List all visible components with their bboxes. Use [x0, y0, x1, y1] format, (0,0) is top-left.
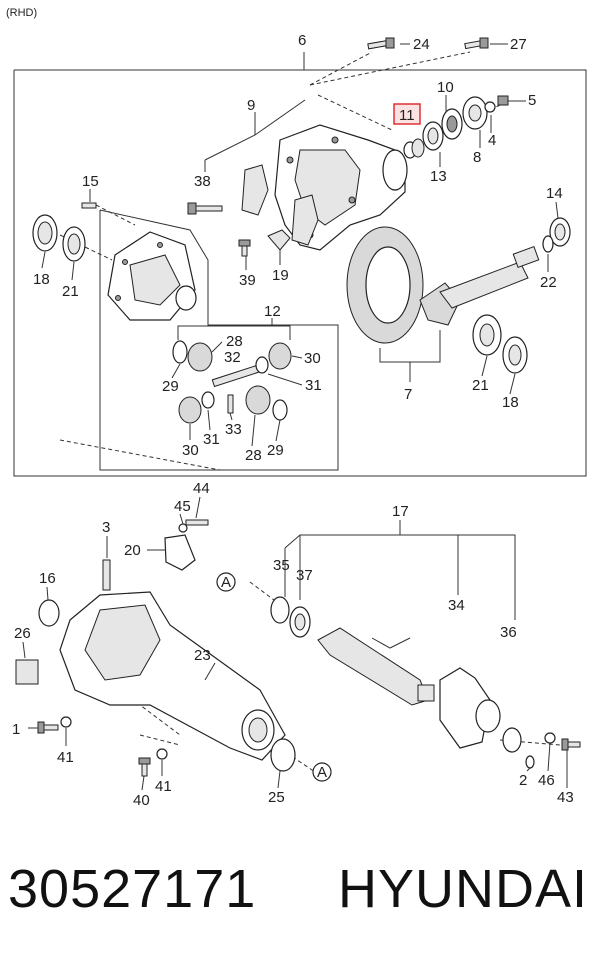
callout-33: 33 — [225, 421, 242, 438]
small-fasteners — [187, 202, 291, 257]
callout-45: 45 — [174, 498, 191, 515]
lower-fasteners — [37, 716, 168, 777]
callout-5: 5 — [528, 92, 536, 109]
callout-21-right: 21 — [472, 377, 489, 394]
callout-13: 13 — [430, 168, 447, 185]
callout-38: 38 — [194, 173, 211, 190]
callout-12: 12 — [264, 303, 281, 320]
callout-19: 19 — [272, 267, 289, 284]
callout-30-bottom: 30 — [182, 442, 199, 459]
callout-2: 2 — [519, 772, 527, 789]
callout-36: 36 — [500, 624, 517, 641]
right-bearings — [472, 217, 571, 374]
callout-18-right: 18 — [502, 394, 519, 411]
callout-30-top: 30 — [304, 350, 321, 367]
axle-housing — [15, 559, 296, 772]
callout-23: 23 — [194, 647, 211, 664]
left-bearings — [32, 202, 97, 262]
callout-43: 43 — [557, 789, 574, 806]
callout-16: 16 — [39, 570, 56, 587]
axle-shaft-assembly — [270, 520, 581, 769]
callout-3: 3 — [102, 519, 110, 536]
callout-39: 39 — [239, 272, 256, 289]
callout-22: 22 — [540, 274, 557, 291]
bolts-top — [367, 37, 489, 50]
callout-21-left: 21 — [62, 283, 79, 300]
bearing-caps — [241, 164, 319, 246]
part-number: 30527171 — [8, 859, 257, 919]
callout-11: 11 — [399, 107, 415, 124]
pinion-seal-parts — [403, 95, 509, 159]
callout-labels: 6 24 27 5 9 10 11 4 8 13 38 15 14 18 21 … — [12, 32, 574, 809]
ring-and-pinion — [346, 226, 540, 382]
callout-31-bottom: 31 — [203, 431, 220, 448]
callout-18-left: 18 — [33, 271, 50, 288]
callout-29-top: 29 — [162, 378, 179, 395]
callout-1: 1 — [12, 721, 20, 738]
callout-41-left: 41 — [57, 749, 74, 766]
callout-37: 37 — [296, 567, 313, 584]
callout-15: 15 — [82, 173, 99, 190]
callout-41-bottom: 41 — [155, 778, 172, 795]
callout-28-top: 28 — [226, 333, 243, 350]
callout-8: 8 — [473, 149, 481, 166]
callout-26: 26 — [14, 625, 31, 642]
callout-4: 4 — [488, 132, 496, 149]
reference-markers — [216, 572, 332, 782]
callout-17: 17 — [392, 503, 409, 520]
callout-25: 25 — [268, 789, 285, 806]
footer: 30527171 HYUNDAI — [0, 858, 600, 948]
callout-28-bottom: 28 — [245, 447, 262, 464]
callout-9: 9 — [247, 97, 255, 114]
callout-40: 40 — [133, 792, 150, 809]
callout-31-top: 31 — [305, 377, 322, 394]
differential-gears — [172, 340, 292, 424]
callout-32: 32 — [224, 349, 241, 366]
callout-29-bottom: 29 — [267, 442, 284, 459]
callout-24: 24 — [413, 36, 430, 53]
variant-label: (RHD) — [6, 7, 37, 19]
leader-lines — [22, 43, 568, 791]
callout-10: 10 — [437, 79, 454, 96]
highlight-box — [393, 103, 421, 125]
callout-44: 44 — [193, 480, 210, 497]
brand-name: HYUNDAI — [337, 859, 588, 919]
callout-34: 34 — [448, 597, 465, 614]
callout-14: 14 — [546, 185, 563, 202]
differential-case — [107, 231, 197, 321]
callout-27: 27 — [510, 36, 527, 53]
upper-assembly-frame — [13, 52, 587, 477]
callout-7: 7 — [404, 386, 412, 403]
callout-20: 20 — [124, 542, 141, 559]
callout-35: 35 — [273, 557, 290, 574]
mount-bracket — [164, 519, 209, 571]
callout-46: 46 — [538, 772, 555, 789]
callout-6: 6 — [298, 32, 306, 49]
marker-a-top: A — [221, 574, 231, 591]
marker-a-bottom: A — [317, 764, 327, 781]
